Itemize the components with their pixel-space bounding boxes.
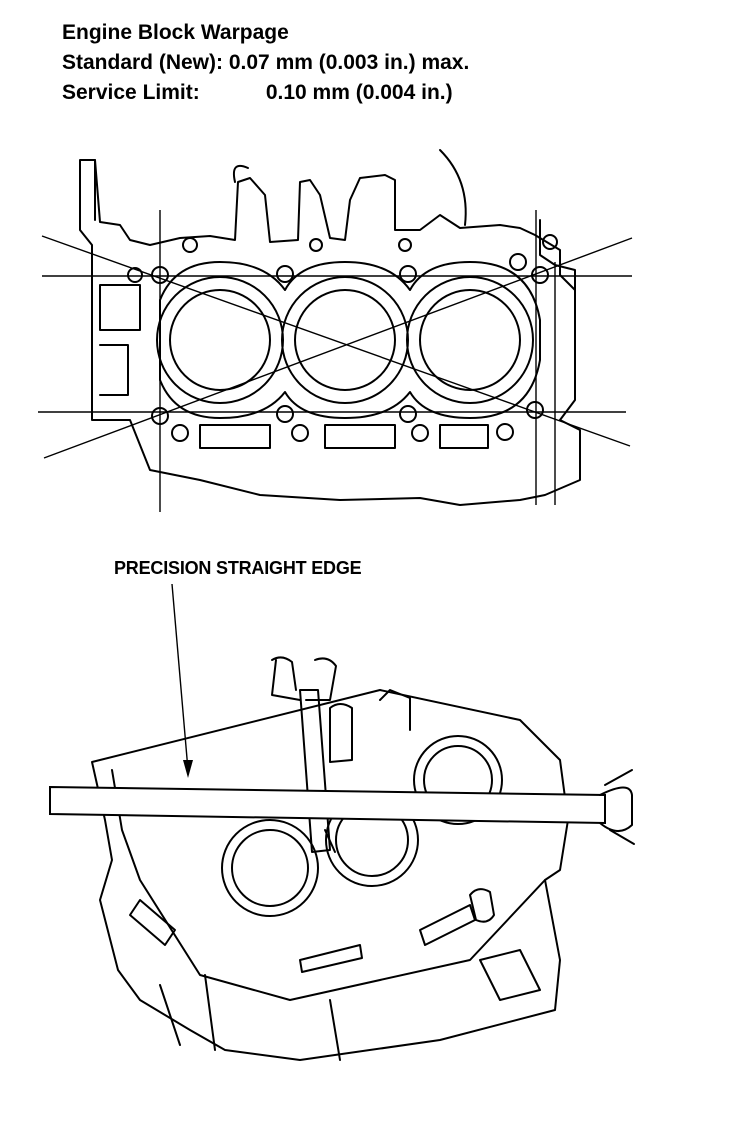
measurement-lines	[38, 210, 633, 512]
spec-limit-label: Service Limit:	[62, 81, 200, 104]
engine-block-perspective	[91, 689, 569, 1061]
straight-edge-callout: PRECISION STRAIGHT EDGE	[114, 558, 362, 578]
spec-limit-value: 0.10 mm (0.004 in.)	[265, 81, 453, 104]
bolt-holes	[127, 234, 558, 449]
spec-standard-value: 0.07 mm (0.003 in.) max.	[228, 51, 470, 74]
spec-standard-label: Standard (New):	[62, 51, 224, 74]
cylinder-bores	[156, 261, 541, 419]
spec-standard-row: Standard (New): 0.07 mm (0.003 in.) max.	[62, 48, 469, 78]
warpage-spec-block: Engine Block Warpage Standard (New): 0.0…	[62, 18, 469, 108]
straight-edge-leader	[171, 583, 193, 778]
spec-title: Engine Block Warpage	[62, 21, 289, 44]
precision-straight-edge	[49, 769, 635, 845]
feeler-gauge-and-hand	[271, 656, 337, 853]
spec-limit-row: Service Limit: 0.10 mm (0.004 in.)	[62, 78, 469, 108]
block-outline	[79, 149, 581, 506]
